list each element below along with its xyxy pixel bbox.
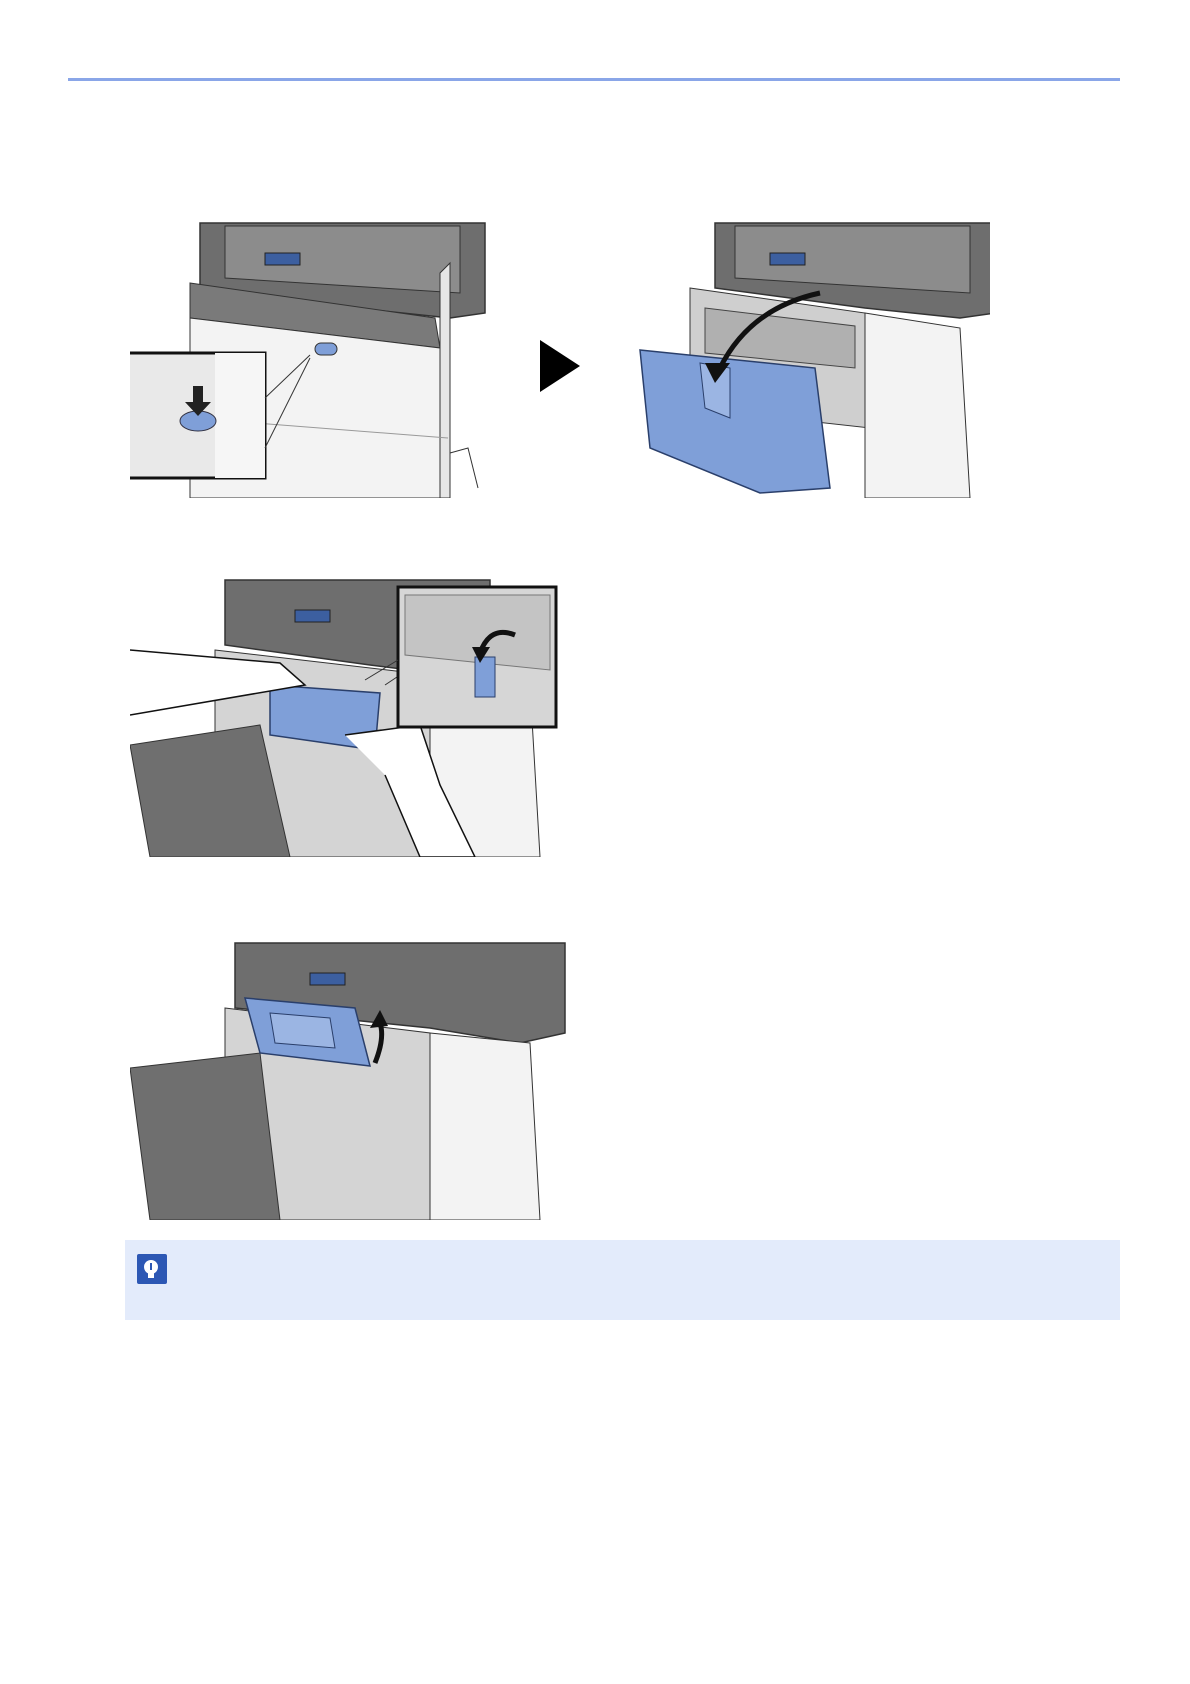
figure-open-front-cover [130, 218, 990, 498]
figure-lift-toner-svg [130, 938, 570, 1220]
printer-lift-illustration [130, 943, 565, 1220]
figure-remove-toner [130, 575, 600, 857]
printer-open-illustration [640, 223, 990, 498]
figure-remove-toner-svg [130, 575, 600, 857]
hint-box [125, 1240, 1120, 1320]
figure-lift-toner [130, 938, 570, 1220]
hint-icon [137, 1254, 167, 1284]
arrow-right-icon [540, 340, 580, 392]
figure-open-front-cover-svg [130, 218, 990, 498]
header-rule [68, 78, 1120, 81]
